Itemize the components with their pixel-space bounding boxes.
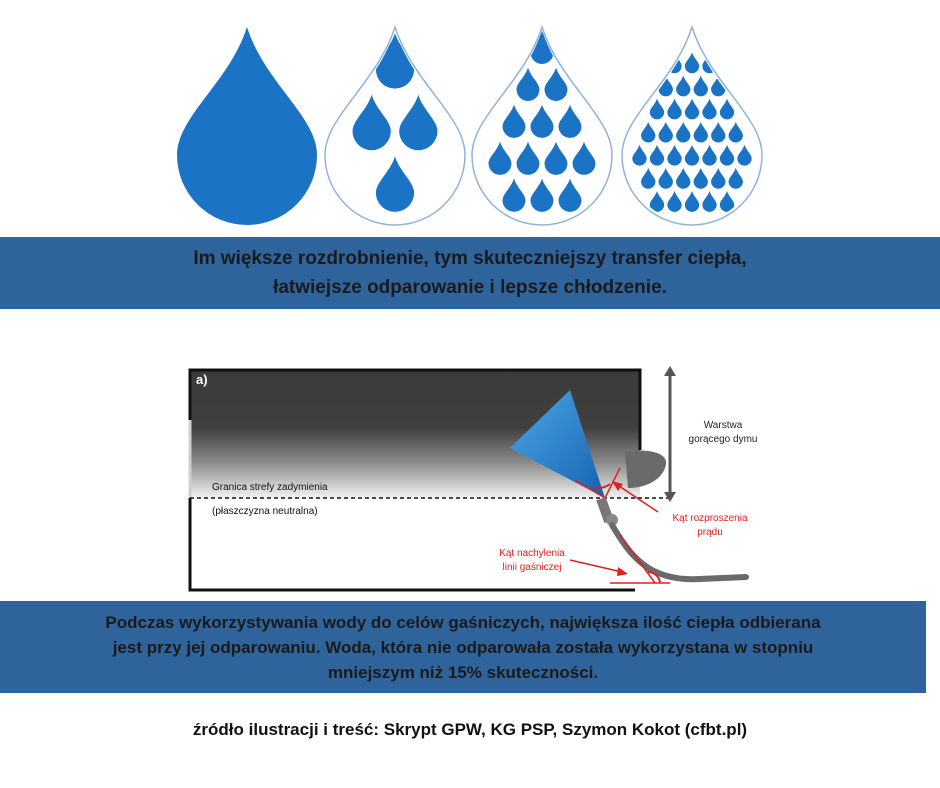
small-droplet: [667, 144, 682, 166]
small-droplet: [684, 144, 700, 166]
hose-angle-arc: [647, 570, 661, 584]
small-droplet: [502, 178, 526, 212]
drop-split-medium-droplets: [352, 33, 438, 212]
drop-split-fine-droplets: [488, 30, 596, 212]
small-droplet: [558, 104, 582, 138]
small-droplet: [530, 104, 554, 138]
small-droplet: [649, 144, 665, 166]
droplet-illustration: [177, 24, 763, 226]
small-droplet: [544, 141, 568, 175]
room-ceiling-outline: [188, 368, 642, 450]
single-drop: [177, 27, 317, 225]
hose-angle-pointer: [569, 559, 623, 573]
small-droplet: [684, 98, 700, 120]
spray-angle-arc: [593, 483, 611, 489]
top-caption-band: Im większe rozdrobnienie, tym skutecznie…: [0, 237, 940, 309]
smoke-layer-label-1: Warstwa: [704, 420, 743, 431]
drop-split-very-fine: [621, 24, 763, 226]
small-droplet: [728, 121, 743, 143]
source-credit: źródło ilustracji i treść: Skrypt GPW, K…: [192, 720, 748, 739]
small-droplet: [702, 191, 717, 212]
nozzle-diagram: a) Warstwa gorącego dymu Granica strefy …: [188, 366, 758, 592]
small-droplet: [641, 121, 656, 143]
small-droplet: [676, 75, 691, 97]
bottom-caption-line-2: jest przy jej odparowaniu. Woda, która n…: [112, 637, 814, 657]
small-droplet: [558, 178, 582, 212]
small-droplet: [649, 191, 665, 212]
small-droplet: [693, 167, 708, 189]
spray-angle-pointer: [615, 483, 659, 513]
small-droplet: [530, 178, 554, 212]
small-droplet: [502, 104, 526, 138]
small-droplet: [516, 67, 540, 101]
small-droplet: [667, 191, 682, 212]
room-floor-outline: [188, 498, 635, 592]
bottom-caption-line-3: mniejszym niż 15% skuteczności.: [327, 662, 599, 682]
hose-angle-label-2: linii gaśniczej: [503, 562, 562, 573]
small-droplet: [702, 144, 717, 166]
drop-split-very-fine-droplets: [632, 52, 752, 212]
small-droplet: [693, 75, 708, 97]
bottom-caption-band: Podczas wykorzystywania wody do celów ga…: [0, 601, 926, 693]
small-droplet: [399, 94, 438, 151]
small-droplet: [719, 98, 735, 120]
small-droplet: [530, 30, 554, 64]
small-droplet: [737, 144, 752, 166]
bottom-caption-line-1: Podczas wykorzystywania wody do celów ga…: [105, 612, 821, 632]
small-droplet: [676, 121, 691, 143]
smoke-layer-label-2: gorącego dymu: [689, 434, 758, 445]
small-droplet: [375, 156, 415, 212]
small-droplet: [658, 121, 673, 143]
small-droplet: [711, 167, 726, 189]
small-droplet: [711, 121, 726, 143]
small-droplet: [719, 191, 735, 212]
small-droplet: [658, 75, 673, 97]
small-droplet: [572, 141, 596, 175]
small-droplet: [676, 167, 691, 189]
small-droplet: [649, 98, 665, 120]
fire-hose: [609, 522, 749, 583]
small-droplet: [719, 144, 735, 166]
small-droplet: [516, 141, 540, 175]
small-droplet: [693, 121, 708, 143]
hose-angle-label-1: Kąt nachylenia: [499, 548, 565, 559]
smoke-boundary-label: Granica strefy zadymienia: [212, 482, 328, 493]
small-droplet: [702, 98, 717, 120]
small-droplet: [352, 94, 391, 151]
small-droplet: [658, 167, 673, 189]
small-droplet: [667, 98, 682, 120]
smoke-overflow: [625, 450, 667, 488]
small-droplet: [488, 141, 512, 175]
spray-angle-label-1: Kąt rozproszenia: [672, 513, 747, 524]
drop-split-medium: [324, 24, 466, 226]
small-droplet: [632, 144, 647, 166]
water-spray-cone: [510, 390, 605, 498]
small-droplet: [375, 33, 415, 89]
small-droplet: [684, 52, 700, 74]
spray-angle-label-2: prądu: [697, 527, 723, 538]
small-droplet: [711, 75, 726, 97]
small-droplet: [544, 67, 568, 101]
small-droplet: [641, 167, 656, 189]
top-caption-line-1: Im większe rozdrobnienie, tym skutecznie…: [193, 248, 747, 269]
neutral-plane-label: (płaszczyzna neutralna): [212, 506, 318, 517]
top-caption-line-2: łatwiejsze odparowanie i lepsze chłodzen…: [273, 277, 667, 298]
panel-label: a): [196, 372, 208, 387]
small-droplet: [728, 167, 743, 189]
small-droplet: [684, 191, 700, 212]
